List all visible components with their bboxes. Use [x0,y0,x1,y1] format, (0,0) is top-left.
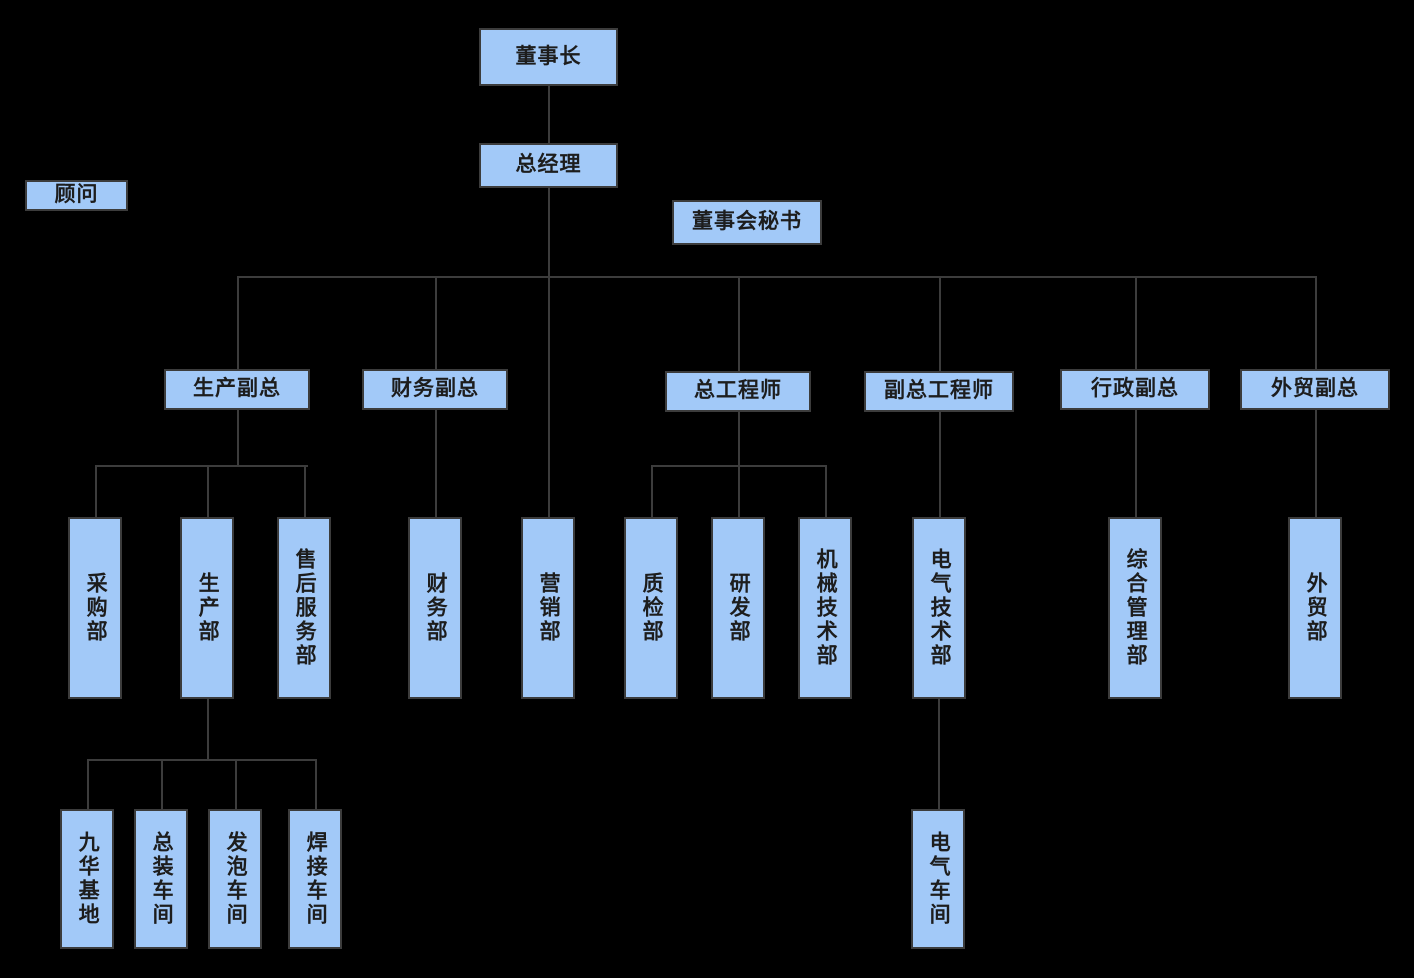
connector-workshop-bus-to-assembly [161,759,163,809]
org-node-advisor[interactable]: 顾问 [25,180,128,211]
connector-production-bus-to-production [207,465,209,517]
connector-bus-to-deputy-chief [939,276,941,371]
connector-bus-to-vp-admin [1135,276,1137,369]
connector-workshop-bus-to-jiuhua [87,759,89,809]
org-node-dept-foreign-trade[interactable]: 外贸部 [1288,517,1342,699]
connector-workshop-bus-to-welding [315,759,317,809]
org-node-dept-marketing[interactable]: 营销部 [521,517,575,699]
connector-bus-to-chief-engineer [738,276,740,371]
org-node-dept-production[interactable]: 生产部 [180,517,234,699]
connector-bus-to-vp-finance [435,276,437,369]
org-node-ws-electrical[interactable]: 电气车间 [911,809,965,949]
org-node-dept-finance[interactable]: 财务部 [408,517,462,699]
connector-production-bus [95,465,308,467]
org-node-vp-admin[interactable]: 行政副总 [1060,369,1210,410]
org-node-dept-purchasing[interactable]: 采购部 [68,517,122,699]
connector-vp-admin-to-general-admin [1135,410,1137,517]
connector-vp-trade-to-trade-dept [1315,410,1317,517]
connector-gm-to-marketing [548,276,550,517]
org-node-dept-general-admin[interactable]: 综合管理部 [1108,517,1162,699]
connector-executive-bus [237,276,1315,278]
org-node-dept-rnd[interactable]: 研发部 [711,517,765,699]
org-node-ws-assembly[interactable]: 总装车间 [134,809,188,949]
org-node-chairman[interactable]: 董事长 [479,28,618,86]
org-node-vp-foreign-trade[interactable]: 外贸副总 [1240,369,1390,410]
connector-bus-to-vp-foreign-trade [1315,276,1317,369]
org-node-dept-after-sales[interactable]: 售后服务部 [277,517,331,699]
org-node-dept-quality[interactable]: 质检部 [624,517,678,699]
connector-engineering-bus-to-quality [651,465,653,517]
connector-bus-to-vp-production [237,276,239,369]
connector-workshop-bus [87,759,315,761]
org-node-general-manager[interactable]: 总经理 [479,143,618,188]
connector-engineering-bus-to-mechanical [825,465,827,517]
connector-vp-finance-stem [435,410,437,465]
connector-finance-bus-to-dept [435,465,437,517]
connector-engineering-bus-to-rnd [738,465,740,517]
org-node-deputy-chief-engineer[interactable]: 副总工程师 [864,371,1014,412]
connector-vp-production-stem [237,410,239,465]
org-node-ws-welding[interactable]: 焊接车间 [288,809,342,949]
org-node-board-secretary[interactable]: 董事会秘书 [672,200,822,245]
connector-chief-engineer-stem [738,412,740,465]
connector-electrical-dept-to-workshop [938,699,940,809]
connector-workshop-bus-to-foaming [235,759,237,809]
connector-dept-production-stem [207,699,209,759]
org-node-dept-electrical[interactable]: 电气技术部 [912,517,966,699]
org-node-dept-mechanical[interactable]: 机械技术部 [798,517,852,699]
org-node-ws-foaming[interactable]: 发泡车间 [208,809,262,949]
connector-chairman-to-gm [548,86,550,143]
org-node-base-jiuhua[interactable]: 九华基地 [60,809,114,949]
connector-production-bus-to-after-sales [304,465,306,517]
org-node-chief-engineer[interactable]: 总工程师 [665,371,811,412]
org-node-vp-finance[interactable]: 财务副总 [362,369,508,410]
org-node-vp-production[interactable]: 生产副总 [164,369,310,410]
connector-deputy-chief-to-electrical [939,412,941,517]
connector-production-bus-to-purchasing [95,465,97,517]
